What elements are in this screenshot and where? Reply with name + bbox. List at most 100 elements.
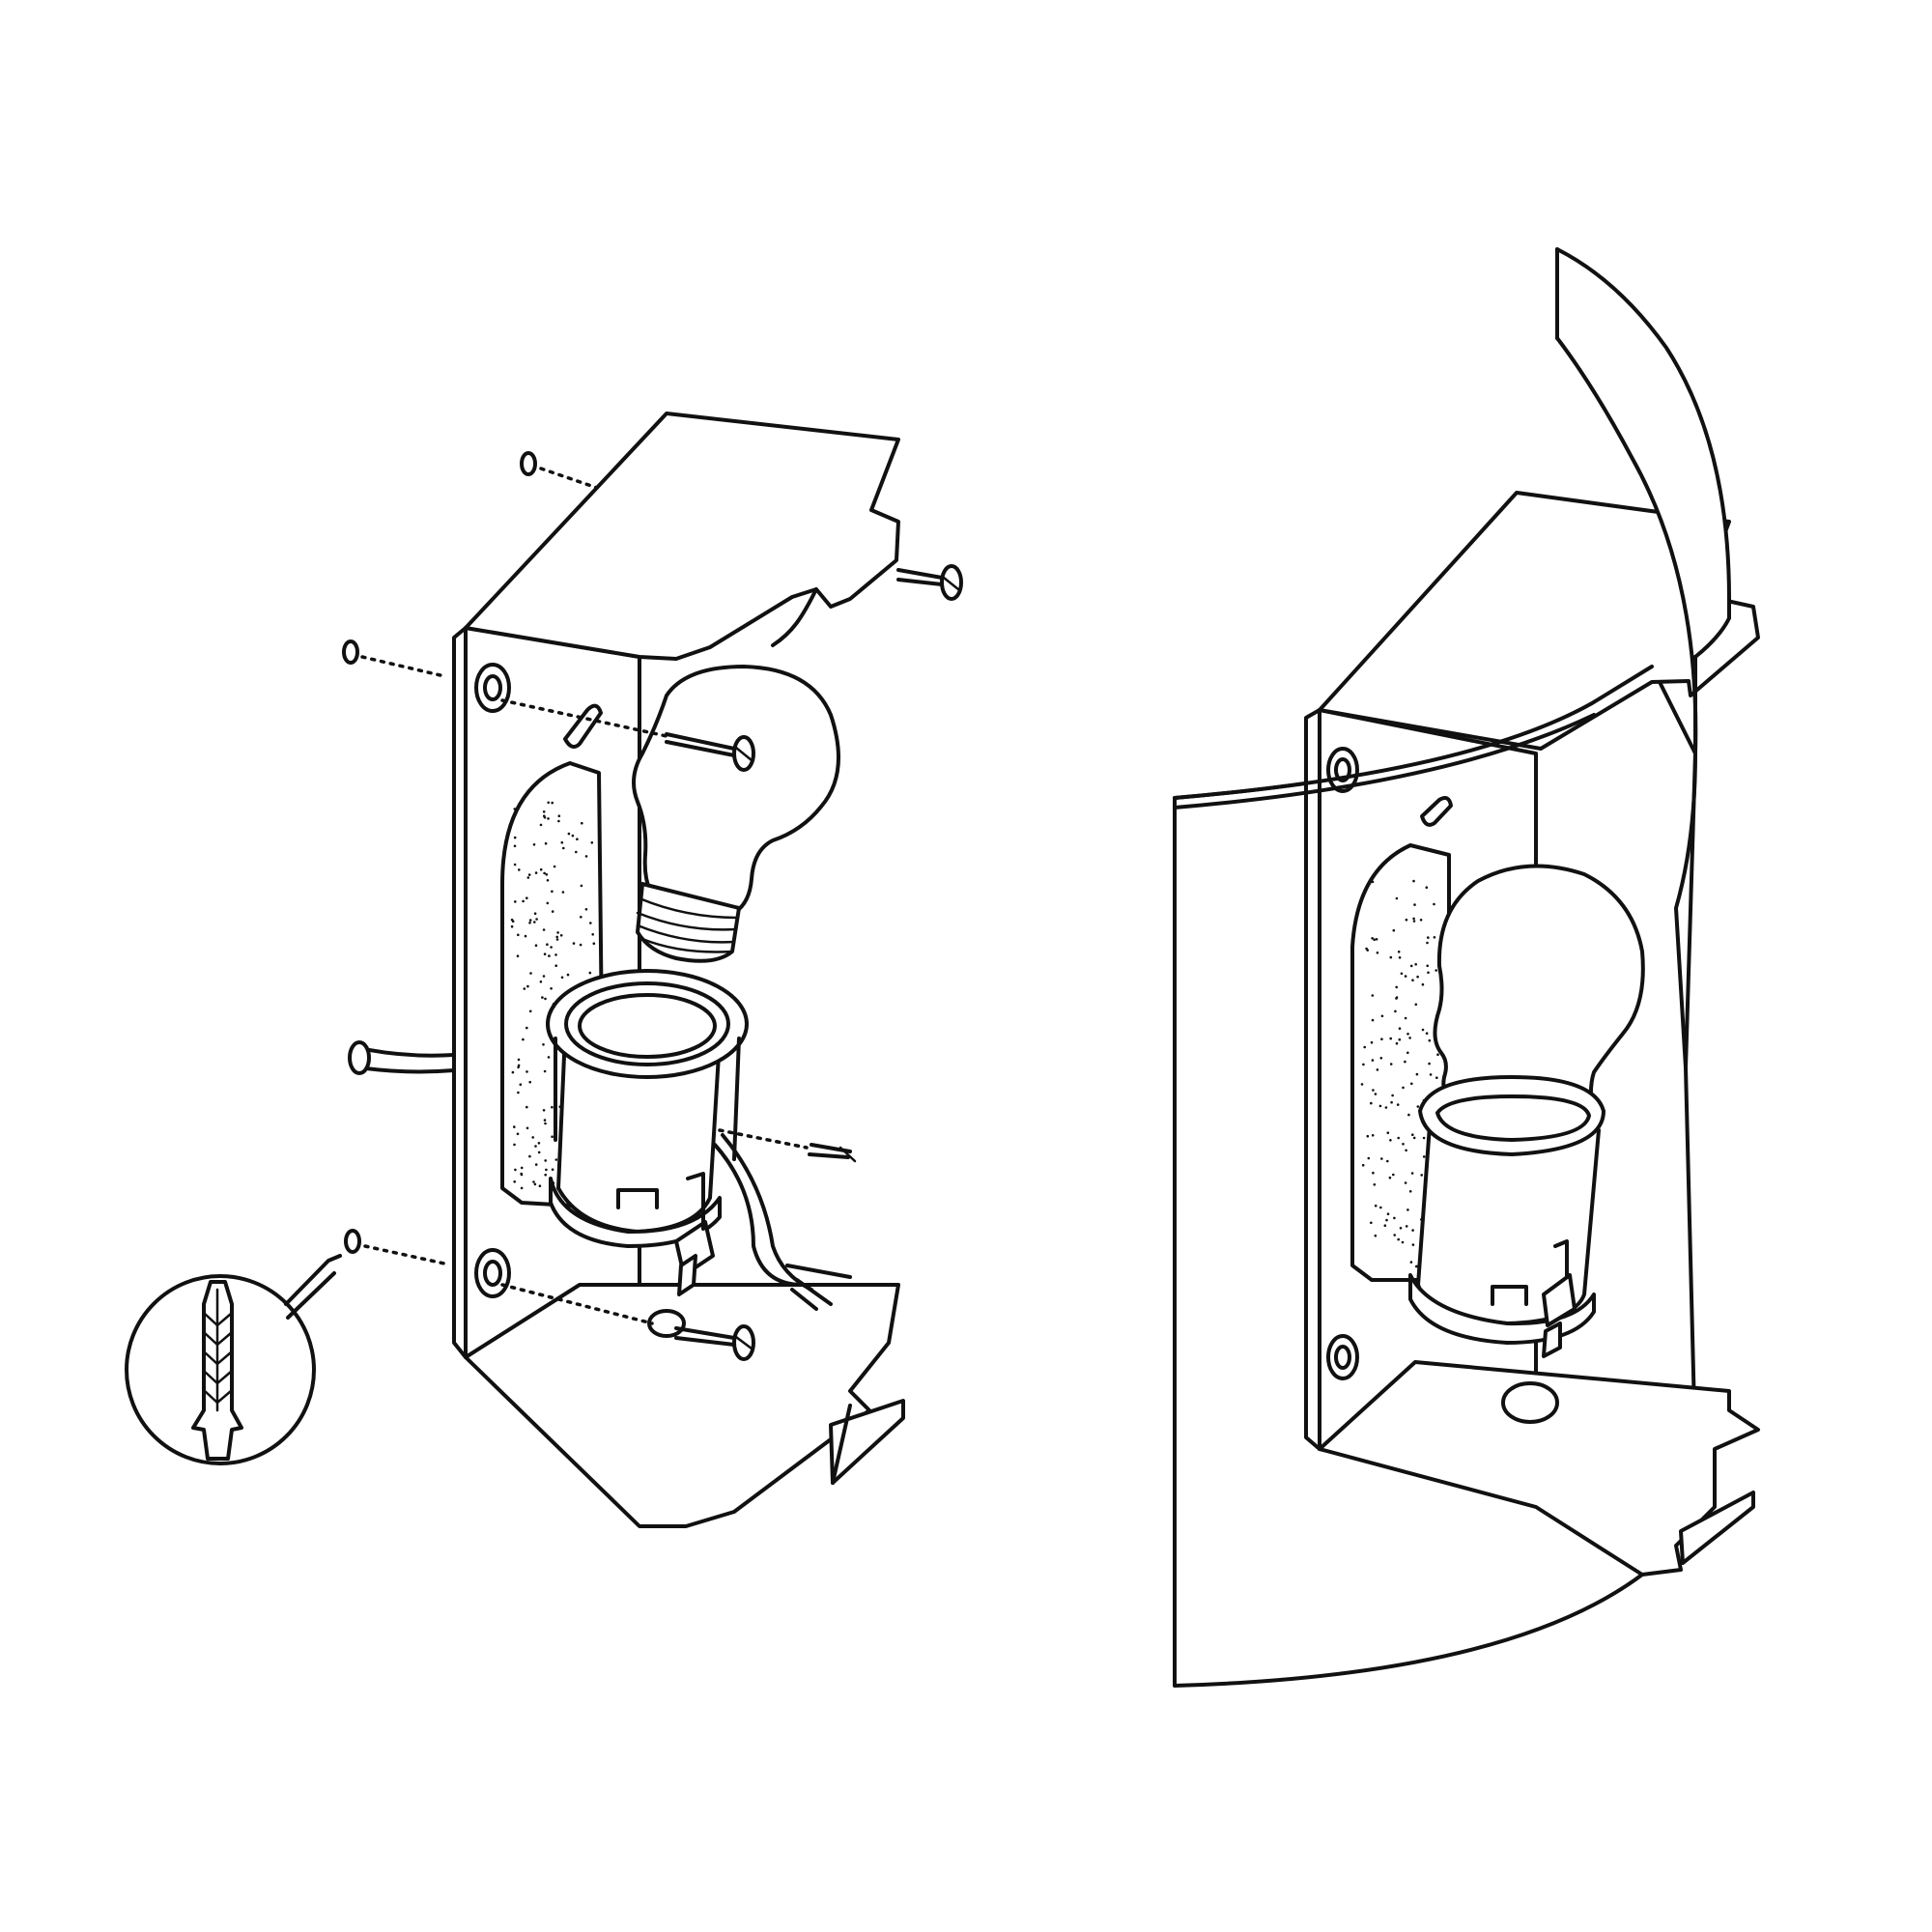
stipple-dot <box>1427 936 1430 939</box>
stipple-dot <box>551 890 554 894</box>
top-flange <box>1318 491 1760 751</box>
stipple-dot <box>544 841 548 845</box>
stipple-dot <box>1392 1173 1395 1177</box>
stipple-dot <box>526 1026 528 1030</box>
stipple-dot <box>531 1136 534 1139</box>
stipple-dot <box>551 1168 554 1171</box>
stipple-dot <box>1405 918 1408 922</box>
stipple-dot <box>543 871 546 875</box>
stipple-dot <box>1380 1037 1383 1040</box>
stipple-dot <box>1399 1227 1403 1230</box>
stipple-dot <box>517 933 520 937</box>
stipple-dot <box>544 1159 547 1162</box>
stipple-dot <box>528 922 531 924</box>
stipple-dot <box>1414 1003 1418 1007</box>
stipple-dot <box>1408 1037 1411 1039</box>
stipple-dot <box>1406 1051 1409 1055</box>
stipple-dot <box>522 1037 525 1041</box>
upper-screw <box>665 732 755 772</box>
stipple-dot <box>572 942 576 945</box>
stipple-dot <box>510 918 514 922</box>
stipple-dot <box>559 934 563 937</box>
stipple-dot <box>517 1091 520 1094</box>
bottom-tab <box>1679 1491 1755 1565</box>
cable-icon <box>357 1046 456 1058</box>
stipple-dot <box>1421 1028 1425 1032</box>
stipple-dot <box>542 1043 545 1046</box>
stipple-dot <box>510 924 514 928</box>
stipple-dot <box>543 814 546 817</box>
stipple-dot <box>544 1173 547 1177</box>
stipple-dot <box>535 918 538 921</box>
stipple-dot <box>1422 1155 1426 1158</box>
stipple-dot <box>513 1143 516 1147</box>
stipple-dot <box>522 899 525 903</box>
lower-mount-hole <box>474 1248 511 1298</box>
stipple-dot <box>534 1163 538 1166</box>
connector-terminal <box>1542 1239 1577 1358</box>
stipple-dot <box>1435 1076 1438 1079</box>
stipple-dot <box>548 954 551 957</box>
stipple-dot <box>1405 1149 1407 1152</box>
stipple-dot <box>1426 964 1429 968</box>
stipple-dot <box>1427 971 1430 975</box>
stipple-dot <box>567 832 571 836</box>
stipple-dot <box>544 1122 547 1125</box>
stipple-dot <box>532 1180 535 1183</box>
stipple-dot <box>1425 886 1429 889</box>
stipple-dot <box>1411 1229 1414 1232</box>
stipple-dot <box>543 952 547 955</box>
stipple-dot <box>519 1083 523 1086</box>
stipple-dot <box>513 844 517 848</box>
stipple-dot <box>1379 1206 1382 1209</box>
stipple-dot <box>539 823 543 827</box>
stipple-dot <box>576 838 579 840</box>
stipple-dot <box>1425 1032 1429 1035</box>
stipple-dot <box>1414 963 1417 966</box>
stipple-dot <box>580 916 582 919</box>
stipple-dot <box>1412 917 1415 921</box>
stipple-dot <box>554 953 557 956</box>
stipple-dot <box>560 976 564 980</box>
stipple-dot <box>545 1168 548 1172</box>
stipple-dot <box>1411 979 1414 981</box>
stipple-dot <box>1436 1053 1439 1056</box>
stipple-dot <box>1365 947 1368 951</box>
stipple-dot <box>516 1132 520 1136</box>
stipple-dot <box>1407 1113 1410 1117</box>
stipple-dot <box>1394 1009 1397 1013</box>
stipple-dot <box>1372 1089 1375 1092</box>
stipple-dot <box>555 938 559 941</box>
stipple-dot <box>1370 1101 1373 1105</box>
stipple-dot <box>1398 956 1402 959</box>
assembly-guide-lines <box>360 467 809 1325</box>
terminal-screw <box>808 1143 857 1163</box>
stipple-dot <box>520 1166 524 1170</box>
stipple-dot <box>1371 880 1375 884</box>
stipple-dot <box>1386 1131 1390 1134</box>
stipple-dot <box>1389 1063 1393 1065</box>
wall-plug-3 <box>344 1229 361 1254</box>
stipple-dot <box>1435 969 1437 972</box>
stipple-dot <box>1366 1134 1370 1138</box>
stipple-dot <box>1397 1237 1400 1241</box>
stipple-dot <box>527 873 531 876</box>
stipple-dot <box>561 891 565 894</box>
stipple-dot <box>1373 938 1376 941</box>
socket-rim <box>1418 1075 1605 1156</box>
stipple-dot <box>1363 1045 1366 1049</box>
stipple-dot <box>1374 1204 1378 1208</box>
stipple-dot <box>1412 920 1416 923</box>
socket-ring <box>549 1177 722 1248</box>
bulb-glass <box>632 665 840 915</box>
stipple-dot <box>555 935 558 939</box>
stipple-dot <box>1389 1139 1392 1142</box>
stipple-dot <box>534 944 538 947</box>
stipple-dot <box>575 850 578 854</box>
stipple-dot <box>560 840 564 844</box>
stipple-dot <box>554 1158 558 1161</box>
stipple-dot <box>547 1056 551 1059</box>
stipple-dot <box>511 1070 515 1074</box>
stipple-dot <box>545 873 549 876</box>
